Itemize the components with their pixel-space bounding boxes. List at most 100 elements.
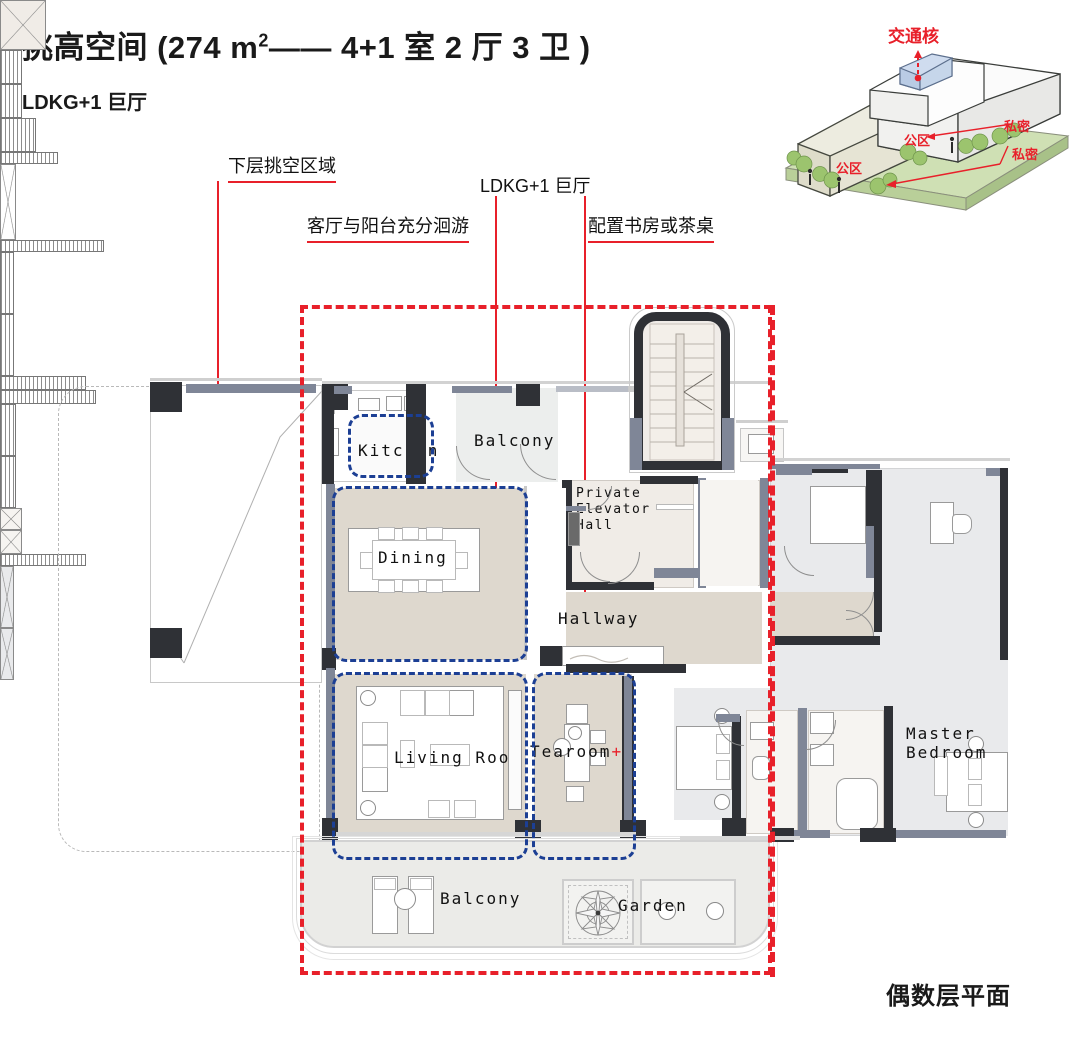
study-closet-right [0, 314, 14, 376]
living-side-table [400, 740, 415, 768]
room-label-elevator-hall: Private Elevator Hall [576, 486, 651, 533]
zone-living [332, 672, 528, 860]
annotation-loop-leader [495, 196, 497, 536]
annotation-void-leader [217, 181, 219, 563]
tearoom-teaset [568, 726, 582, 740]
lounge-chair-2-head [410, 878, 432, 890]
dining-corridor [524, 488, 566, 660]
page-title-suffix: —— 4+1 室 2 厅 3 卫 ) [268, 30, 591, 65]
corridor-storage-1 [0, 376, 86, 390]
wall-hall-sill [654, 568, 702, 578]
master-bath-tub [836, 778, 878, 830]
stair-treads [649, 323, 715, 461]
wall-bedroom-2-east-l [866, 526, 874, 578]
wall-void-north [186, 384, 316, 393]
garden-panel-left-inner [568, 885, 628, 939]
bed-master-bench [934, 756, 948, 796]
garden-chair-w [658, 902, 676, 920]
bed-2-wardrobe [0, 152, 58, 164]
wall-study-west [874, 470, 882, 632]
bed-master-lamp-1 [968, 736, 984, 752]
hallway-console-dark [540, 646, 562, 666]
room-label-balcony-south: Balcony [440, 889, 522, 908]
study-desk [930, 502, 954, 544]
bed-2 [810, 486, 866, 544]
dining-chair-n3 [426, 527, 443, 540]
massing-title: 交通核 [888, 27, 939, 46]
wall-tearoom-east-inner [624, 676, 632, 826]
dining-chair-e [455, 552, 468, 569]
lounge-side-table [394, 888, 416, 910]
annotation-study-label: 配置书房或茶桌 [588, 212, 714, 243]
study-chair [952, 514, 972, 534]
lounge-chair-1-head [374, 878, 396, 890]
dining-chair-s1 [378, 580, 395, 593]
living-sofa-side-c2 [362, 745, 388, 768]
wall-stair-east [722, 418, 734, 470]
living-sofa-cushion-2 [425, 690, 450, 716]
wall-balcony-n [452, 386, 512, 393]
kitchen-cooktop [358, 398, 380, 411]
wall-living-west [326, 668, 335, 836]
massing-label-private-lower: 私密 [1012, 147, 1039, 162]
wall-east-s4 [896, 830, 1006, 838]
elevator-door [656, 504, 694, 510]
room-label-dining: Dining [378, 548, 448, 567]
void-ceiling-lines [179, 390, 323, 664]
wall-east-hall-south [770, 636, 880, 645]
zone-kitchen [348, 414, 434, 478]
garden-chair-e [706, 902, 724, 920]
wall-north-gap [628, 386, 638, 392]
wall-kitchen-west [322, 384, 334, 484]
bed-master-pillow-2 [968, 784, 982, 806]
wall-bath-east [798, 708, 807, 836]
dining-chair-s2 [402, 580, 419, 593]
wall-bedroom-4-ne [716, 714, 740, 722]
room-label-master-bedroom: Master Bedroom [906, 724, 988, 762]
dining-table [372, 540, 456, 580]
garden-compass-rose [575, 890, 621, 936]
massing-diagram: 交通核 [768, 18, 1080, 230]
page-title: 挑高空间 (274 m2—— 4+1 室 2 厅 3 卫 ) [22, 22, 591, 67]
plan-caption: 偶数层平面 [886, 983, 1011, 1010]
living-sofa-cushion-1 [400, 690, 425, 716]
wall-balcony-ne [516, 384, 540, 406]
bed-4-pillow-2 [716, 760, 730, 780]
page-title-prefix: 挑高空间 (274 m [22, 30, 259, 65]
bed-master-pillow-1 [968, 758, 982, 780]
lounge-chair-1-seat [0, 50, 22, 84]
annotation-ldkg-label: LDKG+1 巨厅 [480, 176, 591, 196]
room-label-living: Living Room [394, 748, 522, 767]
dining-chair-n2 [402, 527, 419, 540]
living-curtain-panel [508, 690, 522, 810]
living-ottoman-1 [428, 800, 450, 818]
wall-hall-south [562, 582, 654, 590]
bed-4-lamp-2 [714, 794, 730, 810]
dining-chair-n1 [378, 527, 395, 540]
east-south-trim [680, 836, 800, 840]
wall-east-exterior [1000, 468, 1008, 836]
tearoom-stool-w [553, 738, 571, 756]
master-bath-vanity-2 [810, 744, 834, 766]
lounge-chair-2-seat [0, 84, 22, 118]
room-label-tearoom-text: Tearoom [530, 742, 612, 761]
massing-label-public-lower: 公区 [836, 161, 863, 176]
dining-chair-w [360, 552, 373, 569]
room-label-hallway: Hallway [558, 609, 640, 628]
bed-master-lamp-2 [968, 812, 984, 828]
east-north-trim [770, 458, 1010, 461]
tearoom-stool-s [566, 786, 584, 802]
living-coffee-table [430, 744, 470, 766]
garden-table [0, 118, 36, 152]
east-closet-left [0, 566, 14, 628]
corridor-storage-3 [0, 404, 16, 456]
elevator-shaft [0, 0, 46, 50]
study-closet-top [0, 240, 104, 252]
void-north-trim [150, 378, 322, 381]
kitchen-sink-left [386, 396, 402, 411]
wall-void-sw [150, 628, 182, 658]
master-bath-shower [0, 530, 22, 554]
wall-east-s3 [860, 828, 896, 842]
massing-label-private-upper: 私密 [1004, 119, 1031, 134]
wall-bedroom-2-east [866, 470, 876, 526]
